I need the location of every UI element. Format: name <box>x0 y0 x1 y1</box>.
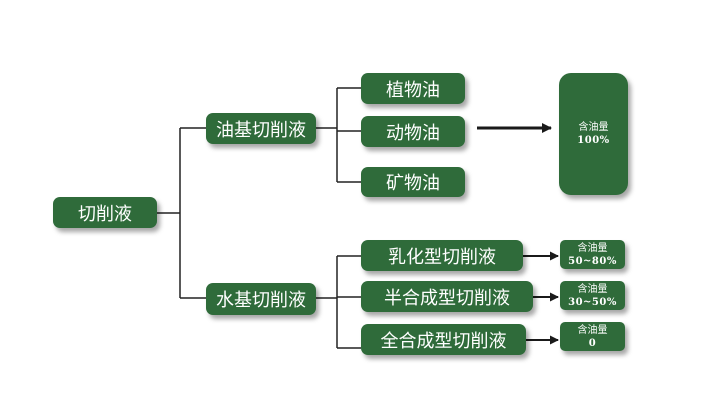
node-water-based-label: 水基切削液 <box>216 290 306 311</box>
oil-content-label: 含油量 <box>578 122 609 133</box>
oil-content-box-full-synthetic: 含油量 0 <box>560 322 625 351</box>
oil-content-value: 50~80% <box>568 255 617 267</box>
node-animal-oil-label: 动物油 <box>386 122 440 144</box>
node-animal-oil: 动物油 <box>361 116 465 147</box>
node-semi-synthetic-label: 半合成型切削液 <box>384 287 510 309</box>
node-cutting-fluid: 切削液 <box>53 197 157 228</box>
node-plant-oil: 植物油 <box>361 73 465 104</box>
oil-content-label: 含油量 <box>577 283 608 295</box>
node-oil-based-label: 油基切削液 <box>216 119 306 141</box>
node-emulsion: 乳化型切削液 <box>361 240 523 271</box>
oil-content-value: 30~50% <box>568 296 617 308</box>
node-full-synthetic: 全合成型切削液 <box>361 324 526 355</box>
node-full-synthetic-label: 全合成型切削液 <box>380 330 507 352</box>
node-cutting-fluid-label: 切削液 <box>78 203 132 225</box>
oil-content-label: 含油量 <box>577 242 608 254</box>
oil-content-value: 0 <box>588 337 597 349</box>
oil-content-label: 含油量 <box>577 324 608 336</box>
oil-content-box-emulsion: 含油量 50~80% <box>560 240 625 269</box>
node-semi-synthetic: 半合成型切削液 <box>361 281 533 312</box>
node-mineral-oil: 矿物油 <box>361 167 465 197</box>
node-water-based: 水基切削液 <box>206 283 316 315</box>
node-mineral-oil-label: 矿物油 <box>386 173 440 194</box>
oil-content-value: 100% <box>577 135 610 146</box>
node-emulsion-label: 乳化型切削液 <box>388 246 496 268</box>
oil-content-box-semi-synthetic: 含油量 30~50% <box>560 281 625 310</box>
node-plant-oil-label: 植物油 <box>386 79 440 101</box>
node-oil-based: 油基切削液 <box>206 113 316 144</box>
oil-content-box-oil-based: 含油量 100% <box>559 73 628 195</box>
